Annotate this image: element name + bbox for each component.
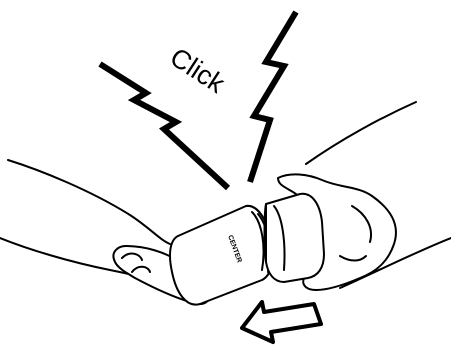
direction-arrow-icon [242,302,321,342]
right-lightning-bolt [250,12,296,182]
click-sound-label: Click [165,42,231,99]
